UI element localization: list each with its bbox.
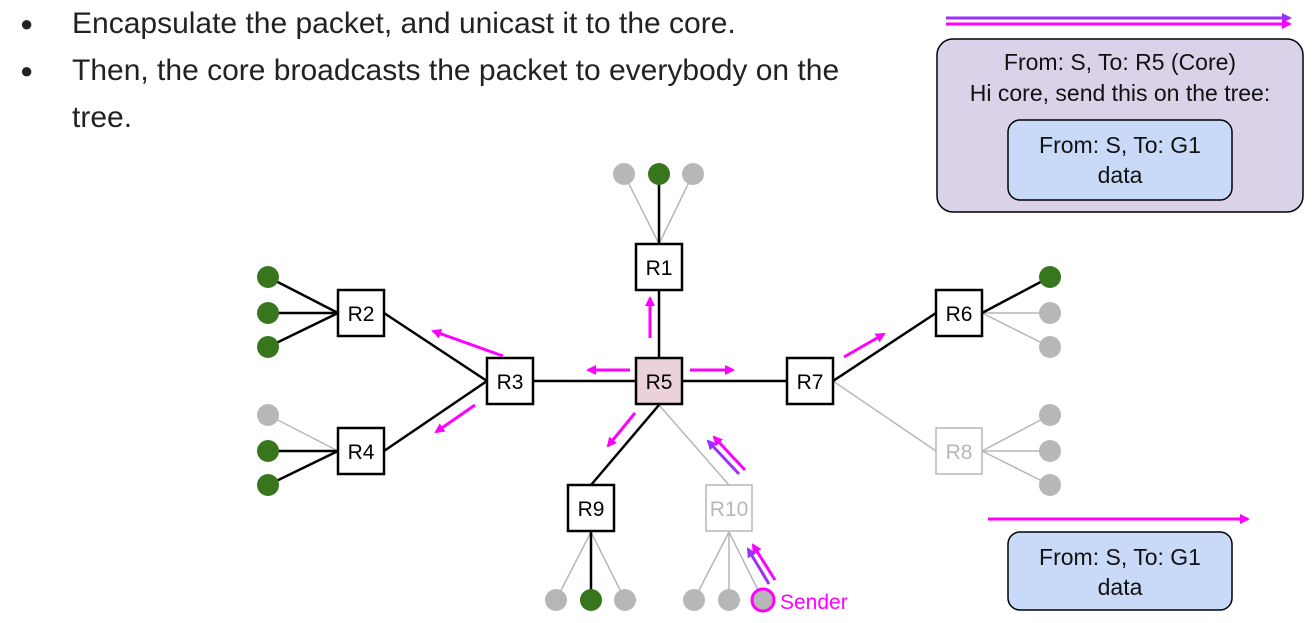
router-label: R10 bbox=[710, 498, 749, 521]
router-r8: R8 bbox=[935, 427, 983, 475]
router-label: R8 bbox=[946, 441, 973, 464]
inner-packet-header: From: S, To: G1 bbox=[1039, 132, 1201, 158]
arrow-down-left-icon bbox=[434, 403, 476, 434]
non-member-host bbox=[613, 163, 635, 185]
bullet-item: ● Then, the core broadcasts the packet to… bbox=[14, 47, 852, 141]
router-label: R9 bbox=[578, 498, 605, 521]
packet-box bbox=[1007, 531, 1233, 611]
router-r5-core: R5 bbox=[634, 356, 684, 406]
outer-packet-note: Hi core, send this on the tree: bbox=[970, 80, 1270, 106]
member-host bbox=[257, 440, 279, 462]
sender-label: Sender bbox=[780, 591, 848, 614]
bullet-marker: ● bbox=[20, 58, 34, 83]
router-label: R7 bbox=[797, 371, 824, 394]
non-member-host bbox=[257, 404, 279, 426]
member-host bbox=[257, 336, 279, 358]
router-r9: R9 bbox=[566, 483, 616, 533]
bullet-item: ● Encapsulate the packet, and unicast it … bbox=[14, 0, 912, 47]
member-host bbox=[257, 302, 279, 324]
arrow-up-left-icon bbox=[746, 547, 771, 585]
non-member-host bbox=[718, 589, 740, 611]
sender-host bbox=[750, 587, 776, 613]
arrow-up-left-icon bbox=[751, 543, 777, 581]
non-member-host bbox=[683, 589, 705, 611]
bullet-marker: ● bbox=[20, 11, 34, 36]
outer-packet-header: From: S, To: R5 (Core) bbox=[1004, 49, 1236, 75]
bullet-text: Encapsulate the packet, and unicast it t… bbox=[72, 7, 736, 40]
non-member-host bbox=[1039, 404, 1061, 426]
unicast-arrows bbox=[706, 435, 777, 585]
non-tree-links bbox=[267, 173, 1051, 601]
member-host bbox=[257, 474, 279, 496]
non-member-host bbox=[1039, 336, 1061, 358]
arrow-down-left-icon bbox=[606, 412, 637, 448]
non-member-host bbox=[614, 589, 636, 611]
router-r6: R6 bbox=[934, 288, 984, 338]
member-host bbox=[257, 266, 279, 288]
bullet-text: Then, the core broadcasts the packet to … bbox=[72, 54, 840, 134]
packet-body: data bbox=[1098, 574, 1143, 600]
broadcast-arrows bbox=[431, 296, 886, 448]
inner-packet-box bbox=[1007, 119, 1233, 201]
router-r7: R7 bbox=[785, 356, 835, 406]
packet-header: From: S, To: G1 bbox=[1039, 544, 1201, 570]
router-label: R5 bbox=[646, 371, 673, 394]
router-r1: R1 bbox=[634, 242, 684, 292]
encapsulated-packet: From: S, To: R5 (Core) Hi core, send thi… bbox=[936, 13, 1304, 213]
arrow-up-left-icon bbox=[706, 439, 741, 476]
router-r4: R4 bbox=[336, 426, 386, 476]
hosts bbox=[257, 163, 1061, 613]
member-host bbox=[1039, 266, 1061, 288]
non-member-host bbox=[682, 163, 704, 185]
member-host bbox=[648, 163, 670, 185]
arrow-up-left-icon bbox=[431, 328, 504, 358]
router-label: R3 bbox=[497, 371, 524, 394]
router-label: R2 bbox=[348, 303, 375, 326]
router-r3: R3 bbox=[485, 356, 535, 406]
tree-links bbox=[267, 174, 1051, 600]
router-r2: R2 bbox=[336, 288, 386, 338]
non-member-host bbox=[545, 589, 567, 611]
broadcast-packet: From: S, To: G1 data bbox=[988, 514, 1250, 611]
router-label: R1 bbox=[646, 257, 673, 280]
non-member-host bbox=[1039, 440, 1061, 462]
member-host bbox=[580, 589, 602, 611]
arrow-up-right-icon bbox=[843, 332, 886, 359]
non-member-host bbox=[1039, 302, 1061, 324]
router-label: R4 bbox=[348, 441, 375, 464]
router-label: R6 bbox=[946, 303, 973, 326]
non-member-host bbox=[1039, 474, 1061, 496]
bullet-list: ● Encapsulate the packet, and unicast it … bbox=[14, 0, 912, 141]
router-r10: R10 bbox=[705, 484, 753, 532]
arrow-up-left-icon bbox=[712, 435, 747, 472]
inner-packet-body: data bbox=[1098, 162, 1143, 188]
